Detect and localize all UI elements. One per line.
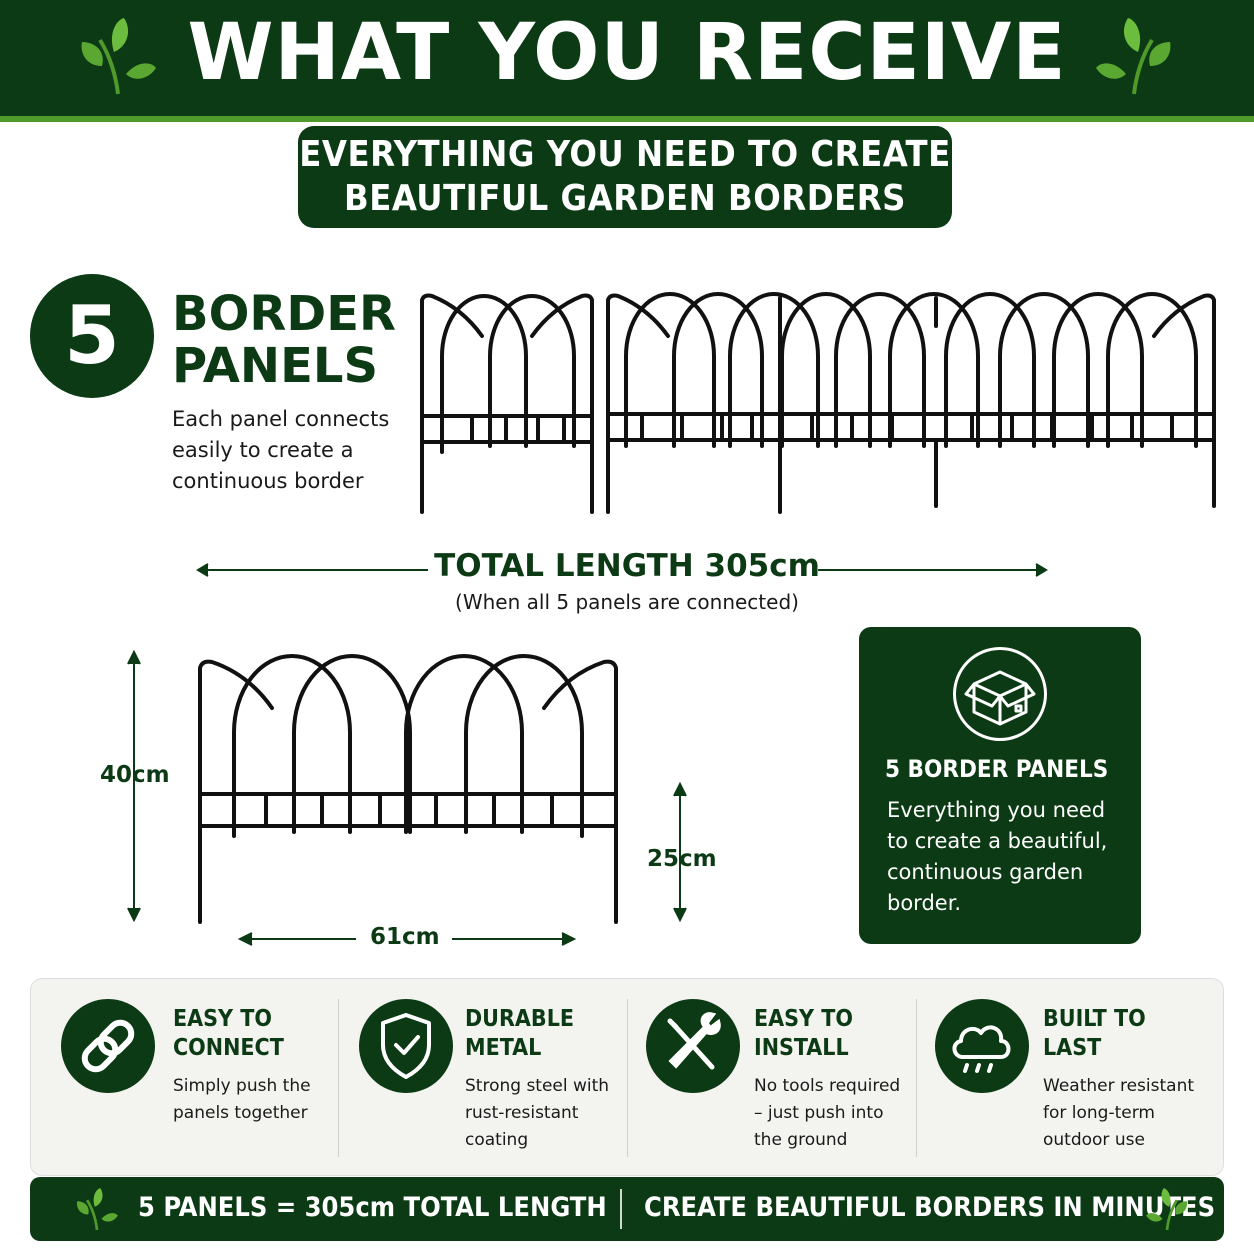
feature-desc-line-3: the ground [754, 1130, 848, 1150]
feature-desc-line-1: Strong steel with [465, 1076, 610, 1096]
total-length-note: (When all 5 panels are connected) [455, 590, 799, 614]
feature-desc-line-1: Weather resistant [1043, 1076, 1195, 1096]
feature-durable-metal: DURABLE METAL Strong steel with rust-res… [339, 979, 627, 1177]
fence-single-panel-illustration [198, 654, 618, 924]
shield-check-icon [359, 999, 453, 1093]
feature-desc-line-1: No tools required [754, 1076, 901, 1096]
feature-desc-line-2: for long-term [1043, 1103, 1155, 1123]
subtitle-line-2: BEAUTIFUL GARDEN BORDERS [344, 178, 906, 219]
leaf-icon [1096, 18, 1171, 95]
panels-desc-line-1: Each panel connects [172, 407, 390, 431]
link-icon [61, 999, 155, 1093]
footer-total-text: 5 PANELS = 305cm TOTAL LENGTH [138, 1192, 607, 1223]
footer-divider [620, 1189, 622, 1229]
subtitle-line-1: EVERYTHING YOU NEED TO CREATE [299, 134, 951, 175]
feature-desc-line-2: rust-resistant [465, 1103, 579, 1123]
box-icon [953, 647, 1047, 741]
panels-heading: BORDER PANELS [172, 288, 396, 392]
header-banner: WHAT YOU RECEIVE [0, 0, 1254, 122]
card-body: Everything you need to create a beautifu… [887, 795, 1127, 919]
panels-desc-line-3: continuous border [172, 469, 364, 493]
feature-title-line-1: EASY TO [754, 1006, 853, 1032]
divider [338, 999, 339, 1157]
divider [627, 999, 628, 1157]
feature-desc-line-1: Simply push the [173, 1076, 311, 1096]
feature-title-line-2: METAL [465, 1035, 542, 1061]
panels-heading-line-2: PANELS [172, 338, 379, 394]
total-length-label: TOTAL LENGTH 305cm [434, 548, 820, 584]
footer-banner: 5 PANELS = 305cm TOTAL LENGTH CREATE BEA… [30, 1177, 1224, 1241]
feature-easy-connect: EASY TO CONNECT Simply push the panels t… [31, 979, 331, 1177]
footer-tagline: CREATE BEAUTIFUL BORDERS IN MINUTES [644, 1192, 1216, 1223]
feature-desc-line-2: panels together [173, 1103, 308, 1123]
fence-panels-illustration [420, 292, 1216, 514]
dimension-height-total: 40cm [100, 762, 170, 788]
feature-title-line-2: CONNECT [173, 1035, 284, 1061]
feature-built-to-last: BUILT TO LAST Weather resistant for long… [917, 979, 1217, 1177]
feature-title-line-1: BUILT TO [1043, 1006, 1146, 1032]
feature-desc-line-2: – just push into [754, 1103, 884, 1123]
dimension-width: 61cm [370, 924, 440, 950]
leaf-icon [81, 18, 156, 95]
card-body-line-1: Everything you need [887, 798, 1106, 822]
cloud-rain-icon [935, 999, 1029, 1093]
tools-icon [646, 999, 740, 1093]
leaf-icon [1146, 1188, 1188, 1231]
dimension-height-above: 25cm [647, 846, 717, 872]
card-body-line-3: continuous garden [887, 860, 1084, 884]
feature-title-line-2: LAST [1043, 1035, 1102, 1061]
total-length-arrows [196, 563, 1048, 577]
subtitle-banner: EVERYTHING YOU NEED TO CREATE BEAUTIFUL … [298, 126, 952, 228]
panels-desc-line-2: easily to create a [172, 438, 354, 462]
feature-desc-line-3: outdoor use [1043, 1130, 1145, 1150]
panels-heading-line-1: BORDER [172, 286, 396, 342]
summary-card: 5 BORDER PANELS Everything you need to c… [859, 627, 1141, 944]
panels-description: Each panel connects easily to create a c… [172, 404, 412, 497]
card-body-line-4: border. [887, 891, 962, 915]
card-title: 5 BORDER PANELS [885, 755, 1109, 783]
divider [916, 999, 917, 1157]
features-strip: EASY TO CONNECT Simply push the panels t… [30, 978, 1224, 1176]
feature-title-line-1: EASY TO [173, 1006, 272, 1032]
panel-count-badge: 5 [30, 274, 154, 398]
feature-easy-install: EASY TO INSTALL No tools required – just… [628, 979, 916, 1177]
leaf-icon [76, 1188, 118, 1231]
page-title: WHAT YOU RECEIVE [187, 8, 1067, 98]
feature-title-line-2: INSTALL [754, 1035, 849, 1061]
feature-title-line-1: DURABLE [465, 1006, 575, 1032]
card-body-line-2: to create a beautiful, [887, 829, 1108, 853]
feature-desc-line-3: coating [465, 1130, 529, 1150]
